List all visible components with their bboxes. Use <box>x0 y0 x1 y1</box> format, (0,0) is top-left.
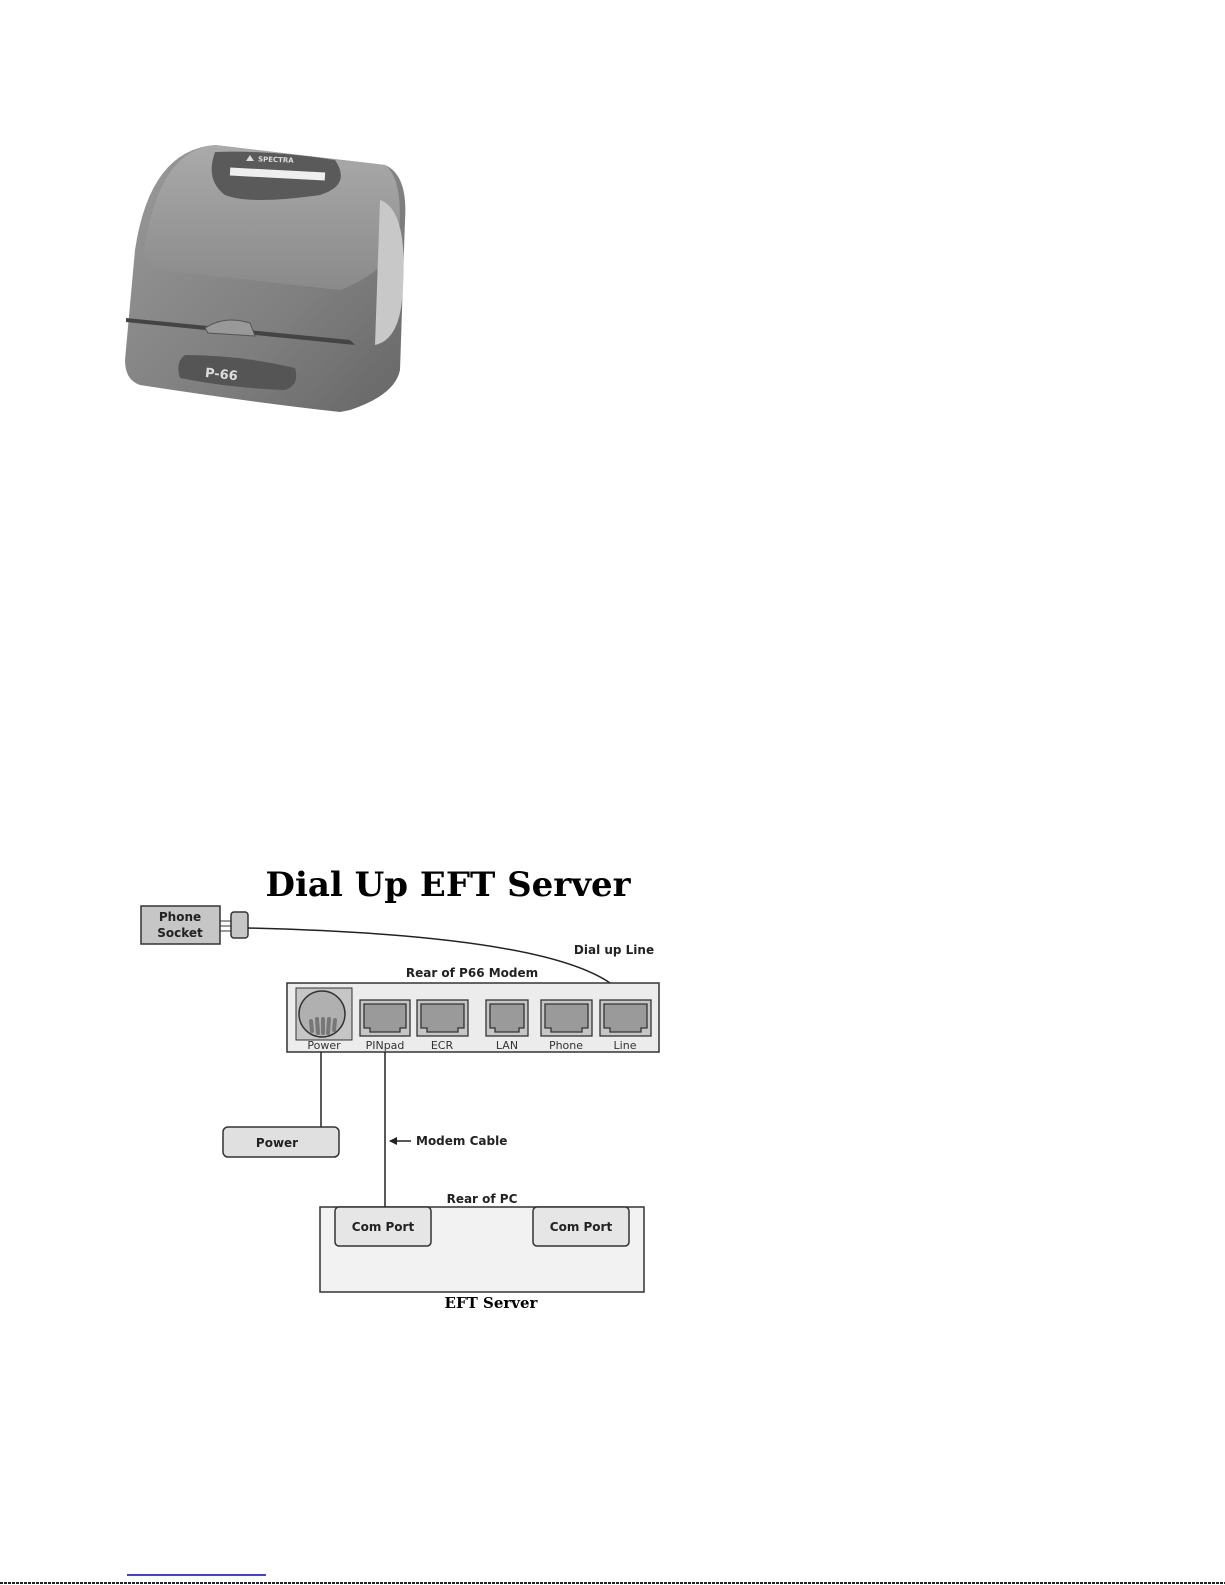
diagram-label: Socket <box>157 926 203 940</box>
com-port-2 <box>532 1206 630 1247</box>
diagram-label: Phone <box>159 910 201 924</box>
port-ecr <box>416 999 469 1037</box>
diagram-label: Phone <box>549 1039 583 1052</box>
diagram-label: LAN <box>496 1039 518 1052</box>
port-lan <box>485 999 529 1037</box>
diagram-shape <box>420 1003 465 1033</box>
diagram-label: Rear of P66 Modem <box>406 966 538 980</box>
diagram-shape <box>375 200 404 345</box>
diagram-shape <box>229 167 326 181</box>
diagram-shape <box>326 1017 331 1035</box>
brand-logo-icon <box>246 155 254 161</box>
diagram-label: PINpad <box>366 1039 405 1052</box>
diagram-label: Power <box>307 1039 341 1052</box>
diagram-shape <box>315 1017 320 1035</box>
diagram-shape <box>363 1003 407 1033</box>
diagram-title: Dial Up EFT Server <box>265 865 631 905</box>
diagram-shape <box>309 1019 314 1033</box>
diagram-shape <box>178 355 297 390</box>
diagram-label: Dial up Line <box>574 943 654 957</box>
port-line <box>599 999 652 1037</box>
diagram-shape <box>389 1137 397 1145</box>
diagram-shape <box>544 1003 589 1033</box>
power-port <box>295 987 353 1041</box>
phone-plug-icon <box>220 911 249 939</box>
diagram-label: Line <box>614 1039 637 1052</box>
rj-ports <box>359 999 652 1037</box>
arrow-left-icon <box>389 1137 411 1145</box>
port-pinpad <box>359 999 411 1037</box>
diagram-label: Power <box>256 1136 298 1150</box>
p66-modem-photo: SPECTRA P-66 <box>125 145 406 412</box>
power-box <box>222 1126 340 1158</box>
phone-socket-box <box>140 905 221 945</box>
diagram-shape <box>603 1003 648 1033</box>
port-phone <box>540 999 593 1037</box>
dial-up-line-cable <box>247 927 611 984</box>
diagram-label: Com Port <box>550 1220 613 1234</box>
diagram-label: Rear of PC <box>447 1192 518 1206</box>
diagram-shape <box>332 1018 337 1032</box>
com-port-1 <box>334 1206 432 1247</box>
diagram-label: Com Port <box>352 1220 415 1234</box>
dial-up-diagram: Dial Up EFT Server Phone Socket Dial up … <box>140 865 660 1312</box>
device-logo: P-66 <box>204 366 238 384</box>
diagram-shape <box>489 1003 525 1033</box>
diagram-shape <box>230 911 249 939</box>
diagram-shape <box>309 1017 337 1035</box>
server-label: EFT Server <box>445 1294 539 1312</box>
device-brand: SPECTRA <box>258 155 295 164</box>
diagram-label: ECR <box>431 1039 454 1052</box>
diagram-shape <box>204 319 256 337</box>
diagram-label: Modem Cable <box>416 1134 507 1148</box>
